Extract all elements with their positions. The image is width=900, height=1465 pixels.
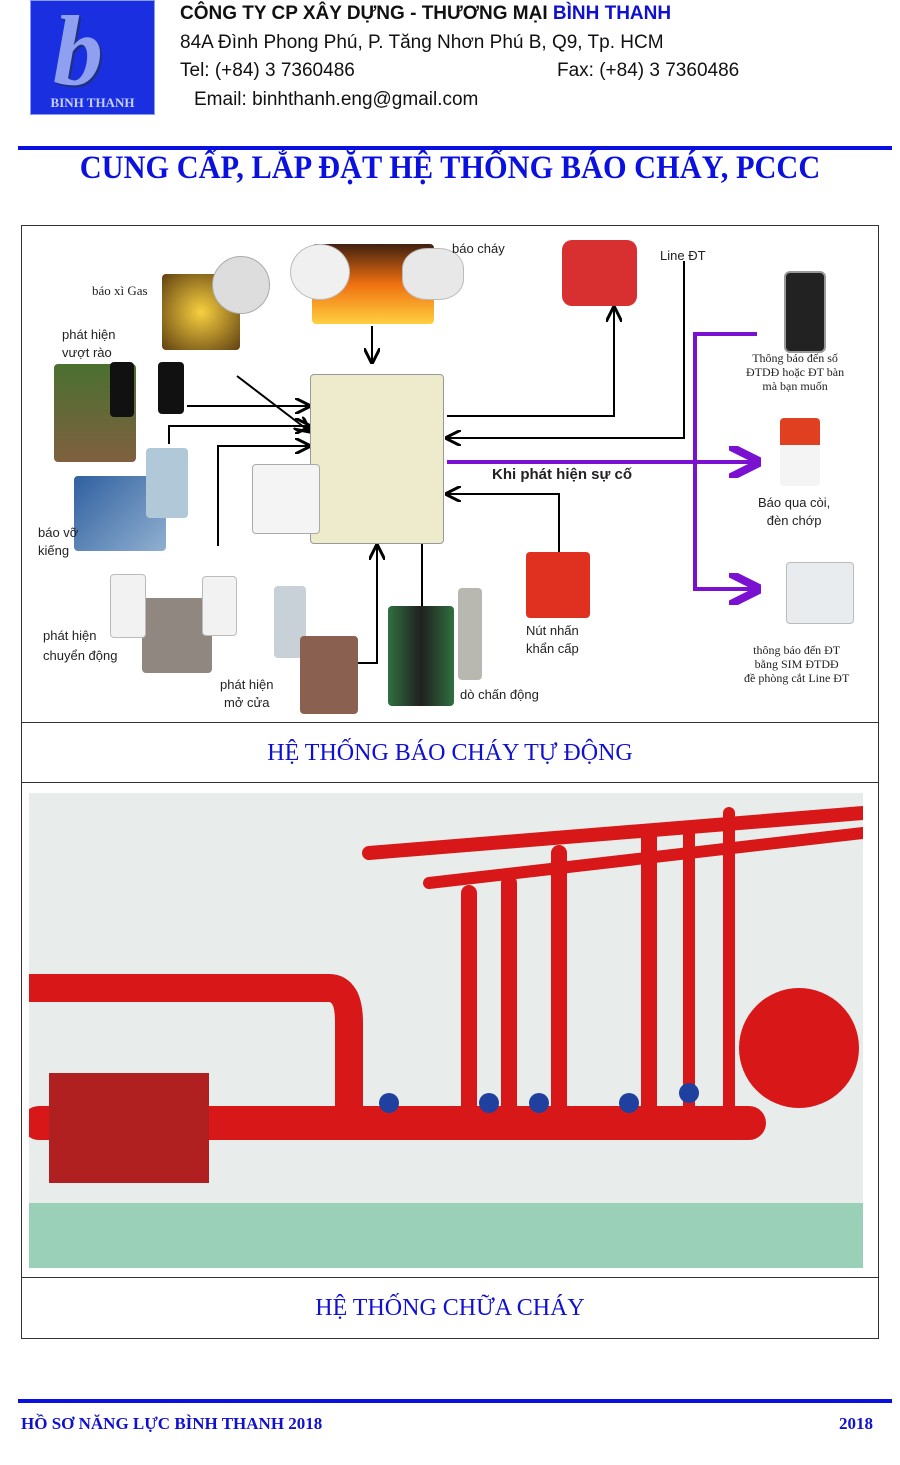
beam-sensor-image — [158, 362, 184, 414]
label-incident: Khi phát hiện sự cố — [492, 466, 633, 483]
photo-caption: HỆ THỐNG CHỮA CHÁY — [21, 1277, 879, 1339]
heat-detector-image — [402, 248, 464, 300]
window-image — [388, 606, 454, 706]
fire-button-image — [526, 552, 590, 618]
header-rule — [18, 146, 892, 150]
keypad-image — [252, 464, 320, 534]
company-logo: b BINH THANH — [30, 0, 155, 115]
door-image — [300, 636, 358, 714]
label-door: phát hiện mở cửa — [220, 677, 274, 710]
diagram-caption: HỆ THỐNG BÁO CHÁY TỰ ĐỘNG — [21, 722, 879, 783]
mobile-phone-image — [784, 271, 826, 353]
company-line: CÔNG TY CP XÂY DỰNG - THƯƠNG MẠI BÌNH TH… — [180, 3, 671, 25]
label-siren: Báo qua còi, đèn chớp — [758, 495, 831, 528]
motion-scene-image — [142, 598, 212, 673]
motion-sensor-image — [202, 576, 237, 636]
company-prefix: CÔNG TY CP XÂY DỰNG - THƯƠNG MẠI — [180, 3, 553, 24]
logo-text: BINH THANH — [50, 95, 135, 110]
fire-sprinkler-pipes-photo — [29, 793, 863, 1268]
label-mobile: Thông báo đến số ĐTDĐ hoặc ĐT bàn mà bạn… — [746, 351, 845, 393]
label-button: Nút nhấn khẩn cấp — [526, 623, 579, 656]
label-fence: phát hiện vượt rào — [62, 327, 116, 360]
motion-sensor-image — [110, 574, 146, 638]
label-motion: phát hiện chuyển động — [43, 628, 118, 663]
company-tel: Tel: (+84) 3 7360486 — [180, 60, 355, 81]
label-vibration: dò chấn động — [460, 687, 539, 702]
glass-break-sensor-image — [146, 448, 188, 518]
company-email: Email: binhthanh.eng@gmail.com — [194, 89, 479, 110]
alarm-diagram: báo xì Gas báo cháy Line ĐT phát hiện vư… — [21, 225, 879, 723]
gas-sensor-image — [212, 256, 270, 314]
alarm-control-panel-image — [310, 374, 444, 544]
vibration-sensor-image — [458, 588, 482, 680]
footer-title: HỒ SƠ NĂNG LỰC BÌNH THANH 2018 — [21, 1414, 323, 1433]
label-line: Line ĐT — [660, 248, 706, 263]
footer-year: 2018 — [839, 1414, 873, 1433]
page-title: CUNG CẤP, LẮP ĐẶT HỆ THỐNG BÁO CHÁY, PCC… — [79, 150, 821, 186]
label-fire: báo cháy — [452, 241, 505, 256]
gsm-dialer-image — [786, 562, 854, 624]
company-address: 84A Đình Phong Phú, P. Tăng Nhơn Phú B, … — [180, 32, 664, 53]
label-sim: thông báo đến ĐT bằng SIM ĐTDĐ đề phòng … — [744, 643, 850, 685]
label-gas: báo xì Gas — [92, 283, 148, 298]
siren-image — [780, 418, 820, 486]
label-glass: báo vỡ kiếng — [38, 525, 79, 558]
company-fax: Fax: (+84) 3 7360486 — [557, 60, 740, 81]
diagram-lines — [168, 261, 878, 664]
company-name: BÌNH THANH — [552, 3, 672, 24]
beam-sensor-image — [110, 362, 134, 417]
smoke-detector-image — [290, 244, 350, 300]
telephone-image — [562, 240, 637, 306]
footer-rule — [18, 1399, 892, 1403]
